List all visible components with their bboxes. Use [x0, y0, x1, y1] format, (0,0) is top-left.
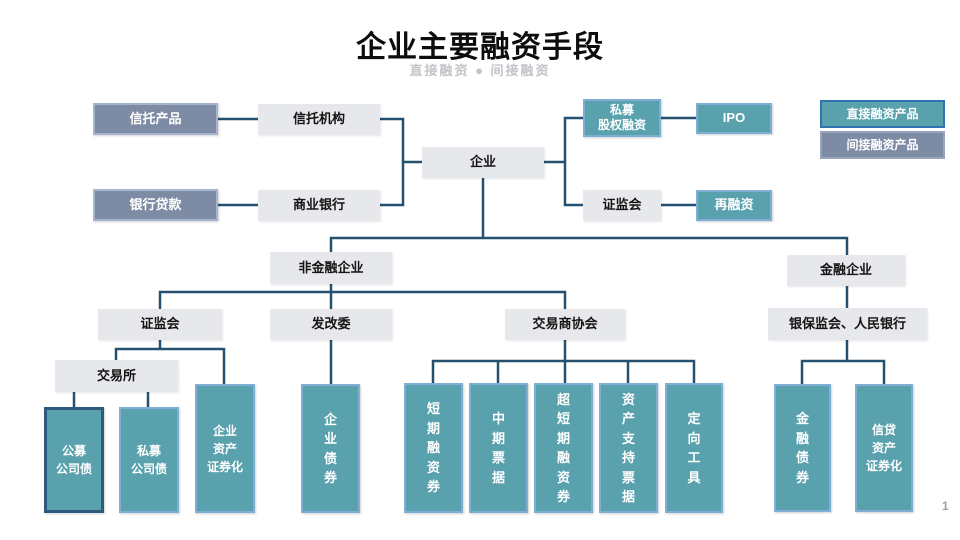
- node-private-equity-financing: 私募 股权融资: [583, 99, 661, 137]
- node-csrc-top: 证监会: [583, 190, 661, 221]
- node-financial-enterprise: 金融企业: [787, 255, 905, 286]
- node-medium-term-note: 中 期 票 据: [469, 383, 528, 513]
- node-trust-institution: 信托机构: [258, 104, 380, 135]
- node-financial-bond: 金 融 债 券: [774, 384, 831, 512]
- node-private-placement-note: 定 向 工 具: [665, 383, 723, 513]
- node-ipo: IPO: [696, 103, 772, 134]
- node-public-corporate-bond: 公募 公司债: [44, 407, 104, 513]
- node-ndrc: 发改委: [270, 309, 392, 340]
- page-number: 1: [942, 499, 949, 513]
- node-enterprise: 企业: [422, 147, 544, 178]
- node-super-short-term-cp: 超 短 期 融 资 券: [534, 383, 593, 513]
- node-credit-abs: 信贷 资产 证券化: [855, 384, 913, 512]
- node-bank-loan: 银行贷款: [93, 189, 218, 221]
- node-private-corporate-bond: 私募 公司债: [119, 407, 179, 513]
- node-asset-backed-note: 资 产 支 持 票 据: [599, 383, 658, 513]
- node-short-term-commercial-paper: 短 期 融 资 券: [404, 383, 463, 513]
- node-enterprise-bond: 企 业 债 券: [301, 384, 360, 513]
- node-exchange: 交易所: [55, 360, 178, 392]
- node-enterprise-abs: 企业 资产 证券化: [195, 384, 255, 513]
- node-non-financial-enterprise: 非金融企业: [270, 252, 392, 284]
- page-title: 企业主要融资手段: [356, 31, 604, 64]
- node-trust-product: 信托产品: [93, 103, 218, 135]
- node-nafmii: 交易商协会: [505, 309, 625, 340]
- node-cbirc-pboc: 银保监会、人民银行: [768, 308, 927, 340]
- node-commercial-bank: 商业银行: [258, 190, 380, 221]
- legend-indirect-financing-product: 间接融资产品: [820, 131, 945, 159]
- node-refinancing: 再融资: [696, 190, 772, 221]
- node-csrc-left: 证监会: [98, 309, 222, 340]
- legend-direct-financing-product: 直接融资产品: [820, 100, 945, 128]
- page-subtitle: 直接融资 ● 间接融资: [409, 63, 551, 78]
